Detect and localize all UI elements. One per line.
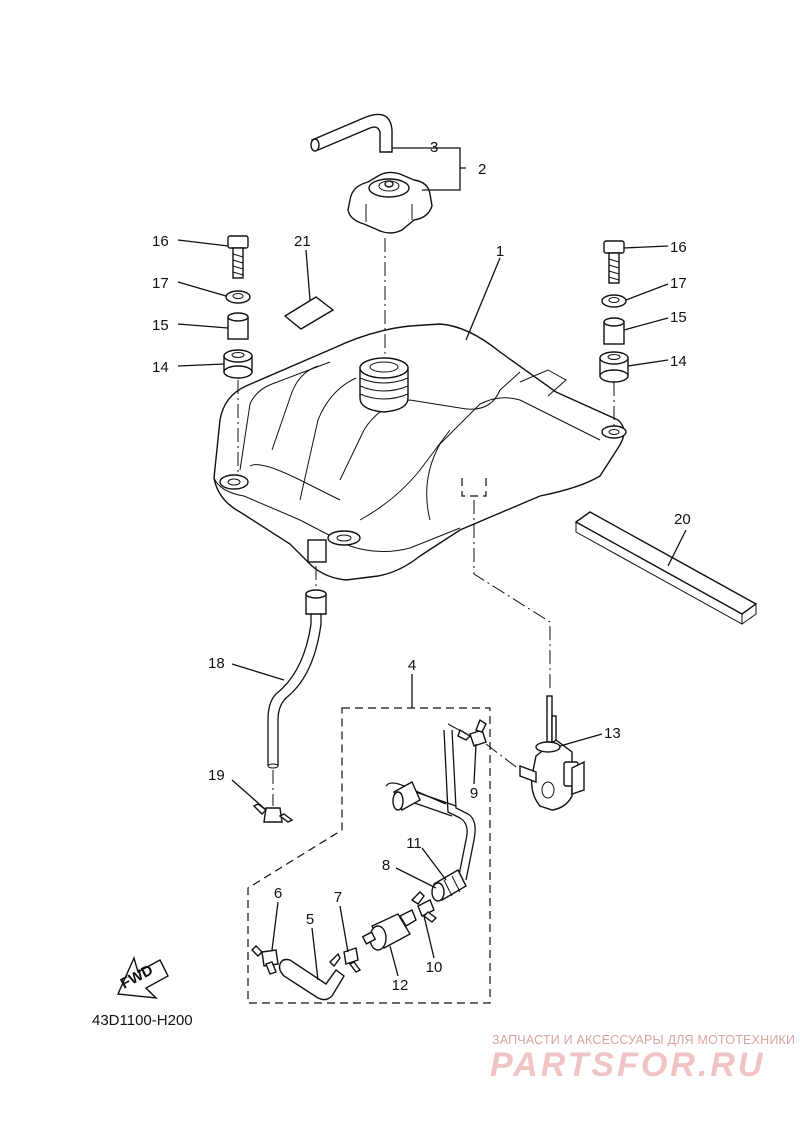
callout-20: 20: [674, 511, 691, 528]
right-washer-part[interactable]: [601, 294, 627, 308]
callout-11: 11: [406, 835, 422, 852]
fuel-filter-part[interactable]: [361, 909, 417, 951]
watermark-logo[interactable]: PARTSFOR.RU: [490, 1046, 766, 1084]
damper-strip-part[interactable]: [574, 511, 758, 625]
fuel-cock-part[interactable]: [519, 695, 585, 811]
reference-lines: [237, 238, 615, 806]
watermark-subtitle: ЗАПЧАСТИ И АКСЕССУАРЫ ДЛЯ МОТОТЕХНИКИ: [492, 1033, 796, 1047]
right-grommet-part[interactable]: [599, 351, 629, 383]
clip-upper-part[interactable]: [457, 718, 487, 747]
callout-6: 6: [274, 885, 282, 902]
hose-clip-part[interactable]: [252, 803, 294, 823]
left-grommet-part[interactable]: [223, 349, 253, 379]
leader-lines: [177, 147, 687, 981]
left-collar-part[interactable]: [227, 312, 249, 340]
hose-joint-part[interactable]: [431, 869, 467, 902]
callout-8: 8: [382, 857, 390, 874]
callout-21: 21: [294, 233, 311, 250]
callout-12: 12: [392, 977, 409, 994]
callout-14-left: 14: [152, 359, 169, 376]
kit-boundary: [247, 707, 491, 1004]
callout-14-right: 14: [670, 353, 687, 370]
fuel-tank-part[interactable]: [213, 323, 627, 581]
short-hose-part[interactable]: [278, 958, 345, 1001]
callout-3: 3: [430, 139, 438, 156]
callout-15-left: 15: [152, 317, 169, 334]
fuel-hose-part[interactable]: [267, 589, 327, 769]
callout-13: 13: [604, 725, 621, 742]
callout-18: 18: [208, 655, 225, 672]
label-sticker-part[interactable]: [283, 296, 335, 330]
diagram-code: 43D1100-H200: [92, 1012, 193, 1029]
clip-lower-part[interactable]: [410, 891, 438, 923]
clip-6-part[interactable]: [251, 945, 279, 975]
right-collar-part[interactable]: [603, 317, 625, 345]
right-bolt-part[interactable]: [603, 240, 625, 284]
callout-17-left: 17: [152, 275, 169, 292]
callout-16-left: 16: [152, 233, 169, 250]
callout-15-right: 15: [670, 309, 687, 326]
callout-16-right: 16: [670, 239, 687, 256]
callout-7: 7: [334, 889, 342, 906]
callout-9: 9: [470, 785, 478, 802]
callout-5: 5: [306, 911, 314, 928]
callout-labels: 1 2 3 4 5 6 7 8 9 10 11 12 13 14 14 15 1…: [152, 139, 691, 994]
callout-2: 2: [478, 161, 486, 178]
left-bolt-part[interactable]: [227, 235, 249, 279]
callout-17-right: 17: [670, 275, 687, 292]
callout-10: 10: [426, 959, 443, 976]
hose-upper-end: [392, 781, 421, 811]
left-washer-part[interactable]: [225, 290, 251, 304]
fuel-cap-part[interactable]: [347, 171, 433, 234]
callout-1: 1: [496, 243, 504, 260]
forward-arrow-icon: FWD: [116, 955, 169, 999]
clip-7-part[interactable]: [329, 947, 362, 973]
breather-hose-part[interactable]: [310, 113, 393, 153]
callout-4: 4: [408, 657, 416, 674]
callout-19: 19: [208, 767, 225, 784]
